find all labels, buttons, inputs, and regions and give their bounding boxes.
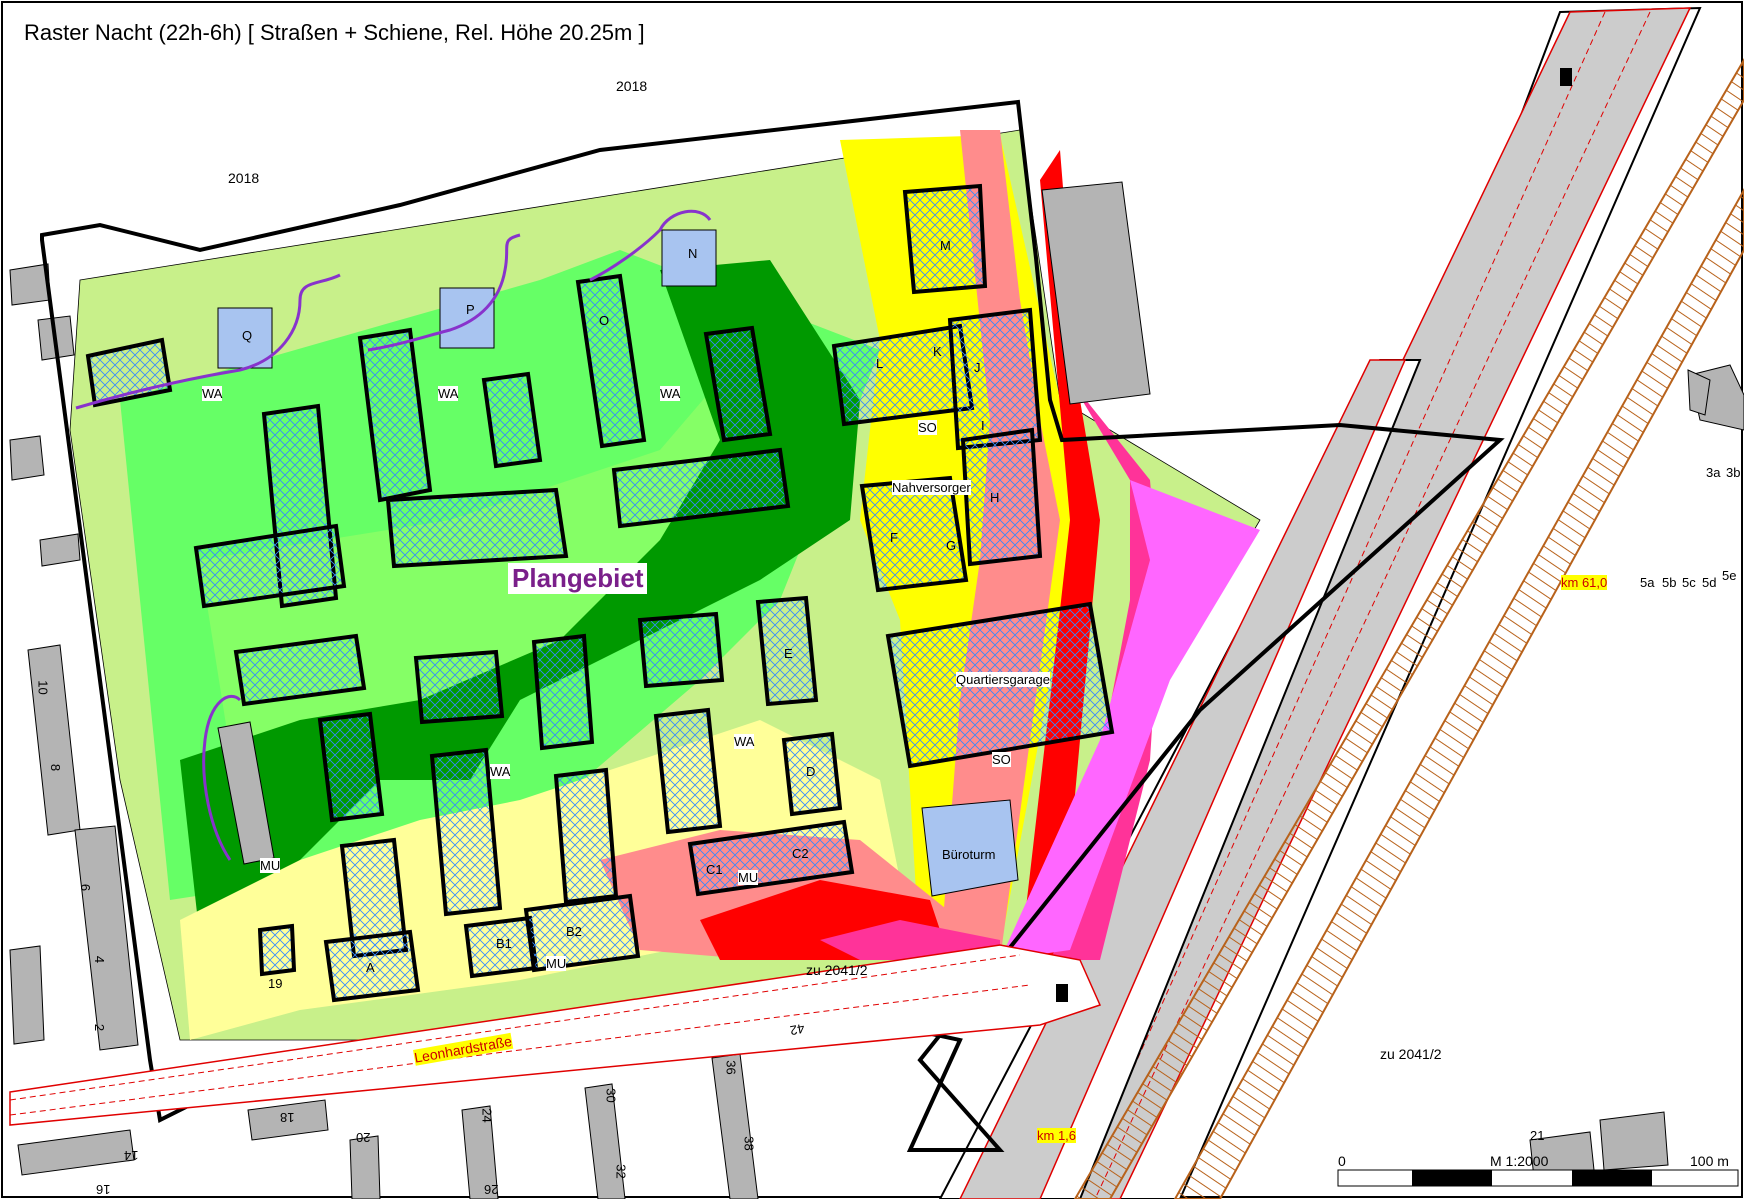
zone-label: WA bbox=[734, 734, 755, 749]
house-number: 4 bbox=[92, 955, 108, 964]
building-label: N bbox=[688, 246, 698, 261]
building-label: L bbox=[876, 356, 884, 371]
km-marker: km 61,0 bbox=[1561, 575, 1608, 590]
map-title: Raster Nacht (22h-6h) [ Straßen + Schien… bbox=[24, 20, 645, 45]
named-building-label: Nahversorger bbox=[892, 480, 971, 495]
zone-label: SO bbox=[992, 752, 1011, 767]
house-number: 16 bbox=[96, 1182, 111, 1197]
scale-right: 100 m bbox=[1690, 1153, 1729, 1169]
existing-buildings-left bbox=[9, 263, 1744, 1199]
house-number: 5b bbox=[1662, 575, 1677, 590]
building-label: F bbox=[890, 530, 898, 545]
planned-buildings bbox=[85, 183, 1115, 1003]
scale-bar bbox=[1337, 1169, 1739, 1187]
year-label: 2018 bbox=[228, 170, 260, 186]
building-label: G bbox=[946, 538, 957, 553]
house-number: 30 bbox=[603, 1088, 619, 1103]
zone-label: WA bbox=[438, 386, 459, 401]
scale-mid: M 1:2000 bbox=[1490, 1153, 1549, 1169]
named-building-label: Büroturm bbox=[942, 847, 996, 862]
named-building-label: Quartiersgarage bbox=[956, 672, 1050, 687]
house-number: 18 bbox=[280, 1110, 295, 1125]
house-number: 21 bbox=[1530, 1128, 1545, 1143]
purple-boundaries bbox=[75, 209, 712, 861]
building-label: E bbox=[784, 646, 793, 661]
tower-buildings bbox=[217, 229, 1019, 897]
zone-label: MU bbox=[260, 858, 281, 873]
building-label: J bbox=[974, 360, 981, 375]
house-number: 5e bbox=[1722, 568, 1737, 583]
building-label: Q bbox=[242, 328, 253, 343]
building-label: M bbox=[940, 238, 951, 253]
zone-label: WA bbox=[490, 764, 511, 779]
building-label: 19 bbox=[268, 976, 283, 991]
house-number: 14 bbox=[124, 1148, 139, 1163]
house-number: 6 bbox=[78, 883, 94, 892]
zone-label: SO bbox=[918, 420, 937, 435]
house-number: 5d bbox=[1702, 575, 1717, 590]
building-label: O bbox=[599, 313, 610, 328]
house-number: 32 bbox=[613, 1164, 629, 1179]
building-label: B1 bbox=[496, 936, 512, 951]
building-label: K bbox=[933, 344, 942, 359]
zone-label: WA bbox=[660, 386, 681, 401]
building-label: H bbox=[990, 490, 1000, 505]
km-marker: km 1,6 bbox=[1037, 1128, 1077, 1143]
building-label: B2 bbox=[566, 924, 582, 939]
house-number: 5c bbox=[1682, 575, 1696, 590]
building-label: P bbox=[466, 302, 475, 317]
house-number: 42 bbox=[788, 1020, 806, 1039]
building-label: C1 bbox=[706, 862, 723, 877]
zone-label: MU bbox=[546, 956, 567, 971]
scale-left: 0 bbox=[1338, 1153, 1346, 1169]
railway-track bbox=[1073, 58, 1744, 1199]
building-label: C2 bbox=[792, 846, 809, 861]
leonhard-street bbox=[9, 944, 1102, 1126]
existing-building-large bbox=[1041, 181, 1151, 405]
house-number: 38 bbox=[741, 1136, 757, 1151]
house-number: 36 bbox=[723, 1060, 739, 1075]
house-number: 20 bbox=[356, 1130, 371, 1145]
road-ref-label: zu 2041/2 bbox=[1380, 1046, 1442, 1062]
house-number: 3a bbox=[1706, 465, 1721, 480]
year-label: 2018 bbox=[616, 78, 648, 94]
house-number: 10 bbox=[35, 680, 51, 695]
plan-area-label: Plangebiet bbox=[508, 563, 648, 594]
building-label: D bbox=[806, 764, 816, 779]
house-number: 24 bbox=[479, 1108, 495, 1123]
road-ref-label: zu 2041/2 bbox=[806, 962, 868, 978]
zone-label: WA bbox=[202, 386, 223, 401]
house-number: 2 bbox=[92, 1023, 108, 1032]
house-number: 3b bbox=[1726, 465, 1741, 480]
house-number: 8 bbox=[48, 763, 64, 772]
zone-label: MU bbox=[738, 870, 759, 885]
house-number: 26 bbox=[484, 1182, 499, 1197]
house-number: 5a bbox=[1640, 575, 1655, 590]
building-label: I bbox=[981, 418, 985, 433]
building-label: A bbox=[366, 960, 375, 975]
